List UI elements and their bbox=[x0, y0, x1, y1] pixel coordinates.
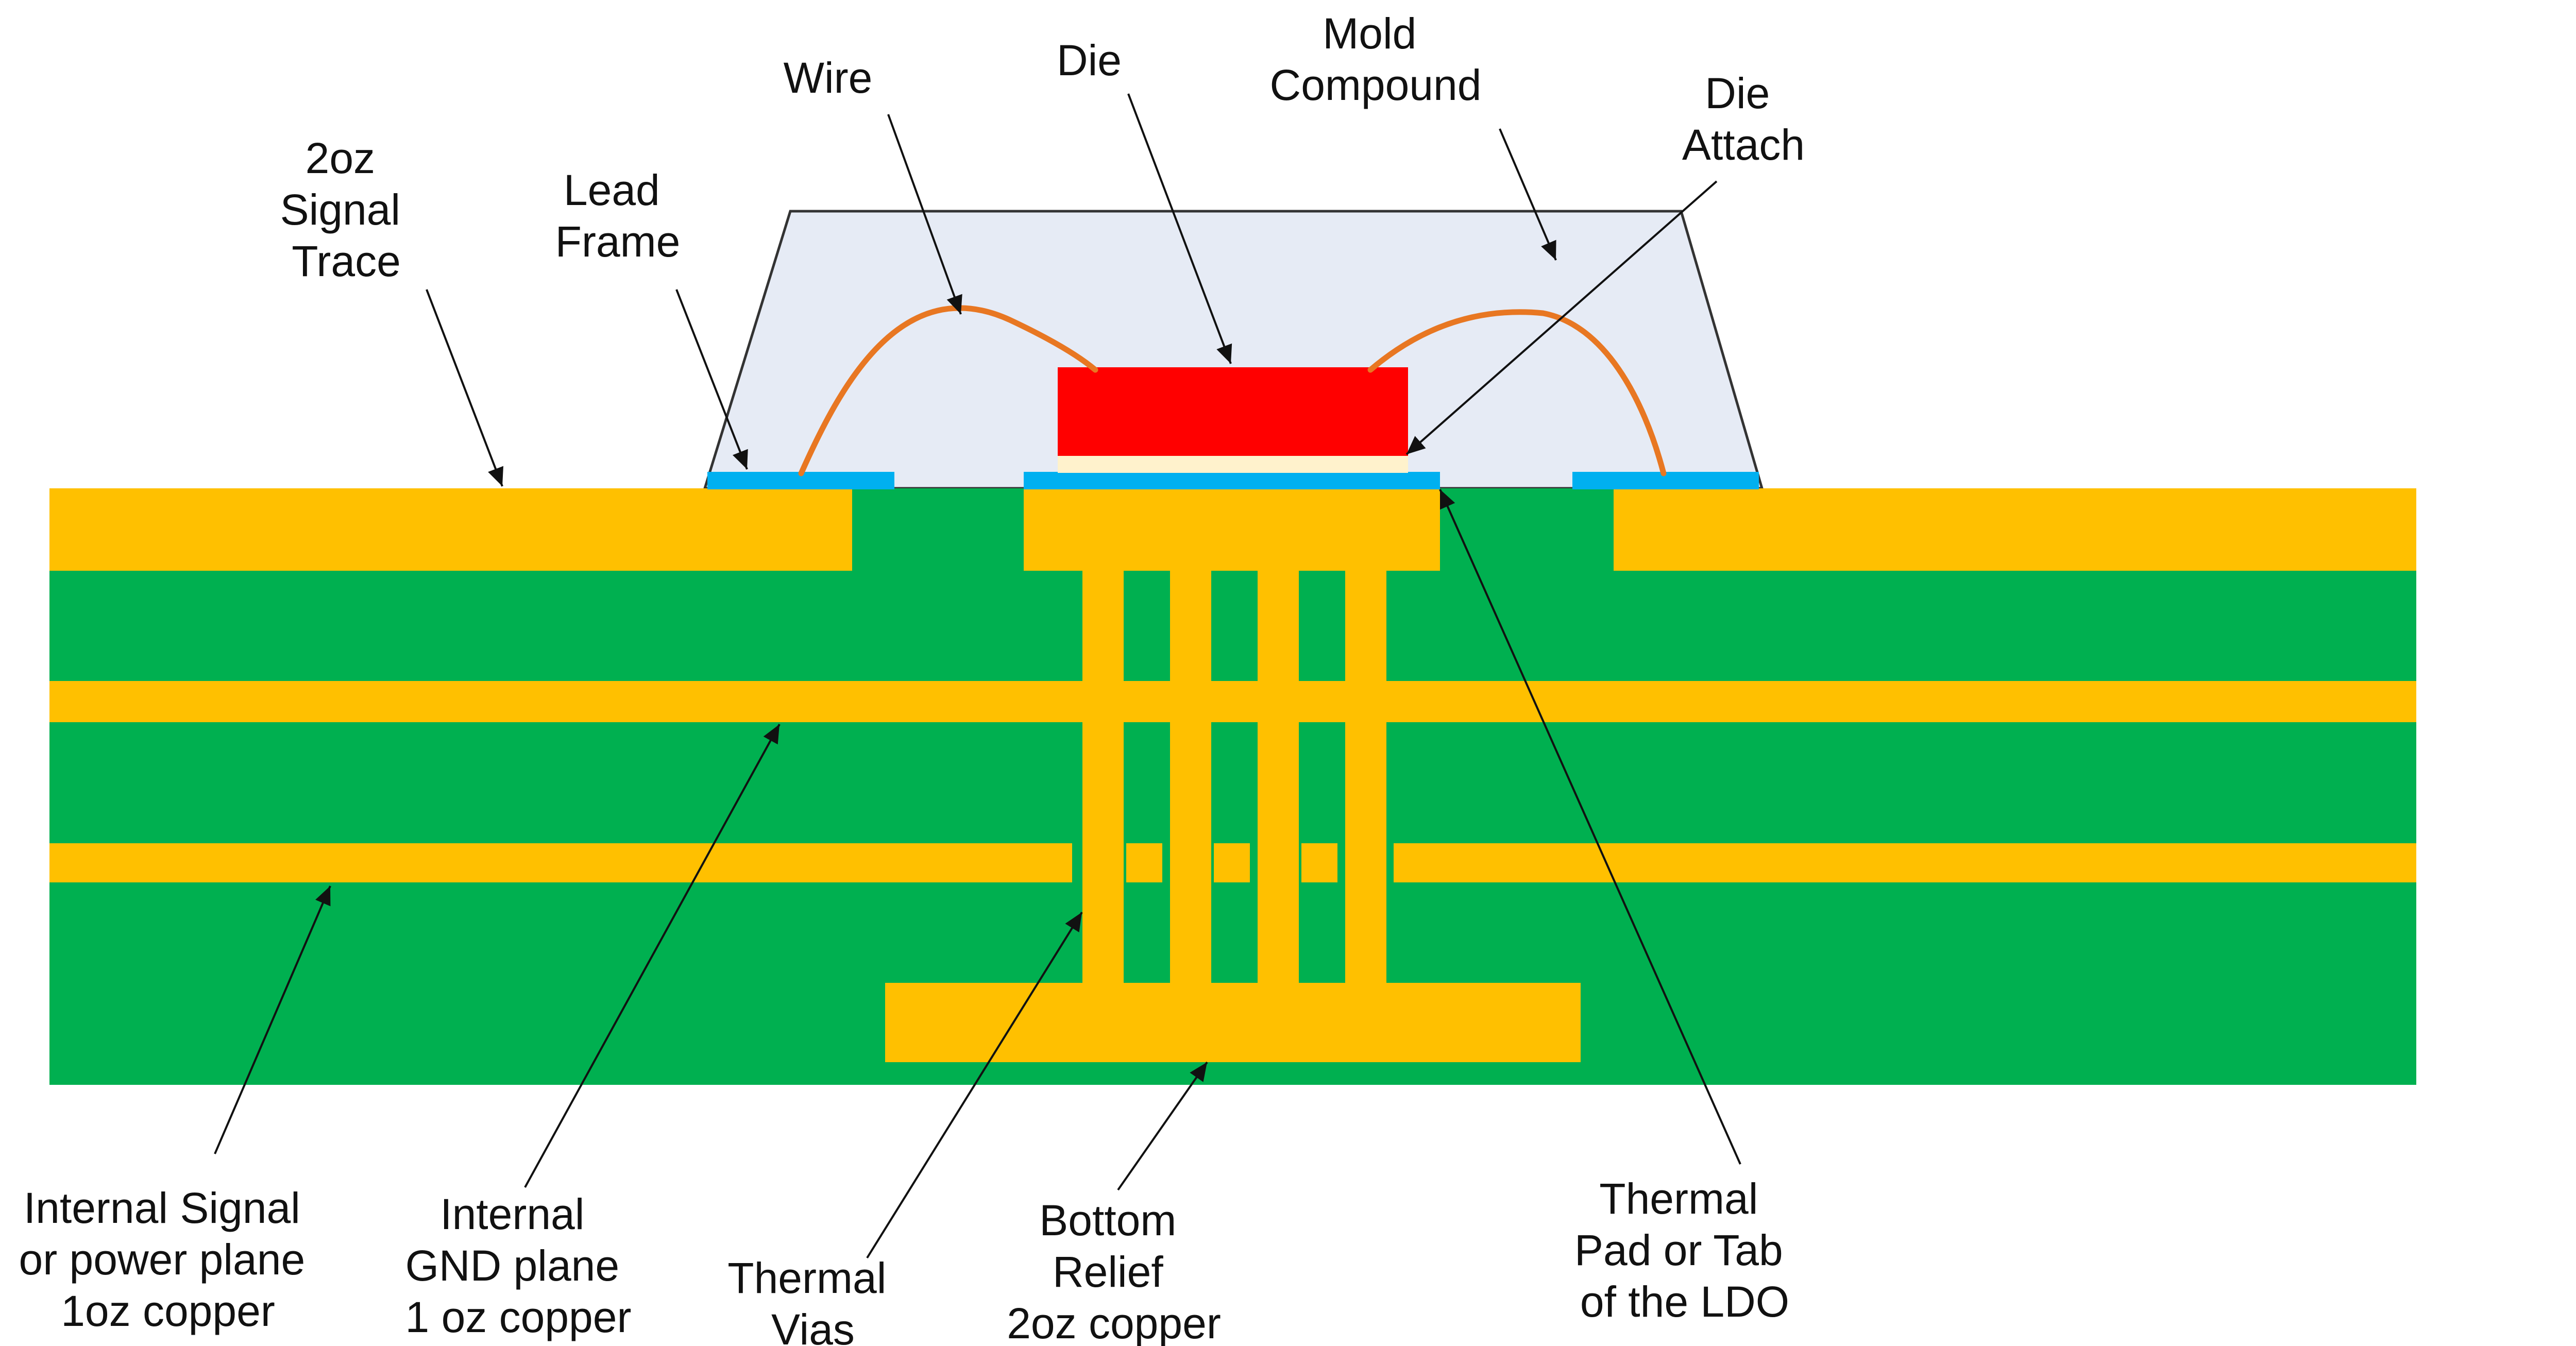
internal-gnd-plane bbox=[49, 681, 2416, 722]
via-spoke bbox=[1126, 843, 1162, 882]
top-signal-trace-right bbox=[1614, 488, 2416, 571]
leader-lines bbox=[214, 93, 1741, 1259]
thermal-via bbox=[1082, 571, 1124, 983]
internal-signal-plane-right bbox=[1394, 843, 2416, 882]
die bbox=[1058, 367, 1408, 456]
top-signal-trace-left bbox=[49, 488, 852, 571]
lead-frame-leader-line bbox=[675, 289, 748, 470]
label-internal-signal: Internal Signal or power plane 1oz coppe… bbox=[19, 1184, 317, 1335]
thermal-pad-lead bbox=[1024, 472, 1440, 489]
label-thermal-pad: Thermal Pad or Tab of the LDO bbox=[1574, 1174, 1795, 1326]
label-internal-gnd: Internal GND plane 1 oz copper bbox=[405, 1190, 632, 1341]
label-die-attach: Die Attach bbox=[1682, 69, 1805, 169]
die-attach bbox=[1058, 456, 1408, 473]
thermal-via bbox=[1170, 571, 1211, 983]
via-spoke bbox=[1214, 843, 1250, 882]
thermal-vias-leader-line bbox=[866, 911, 1083, 1259]
wire-leader-line bbox=[887, 114, 962, 315]
label-signal-trace: 2oz Signal Trace bbox=[280, 134, 413, 285]
label-die: Die bbox=[1057, 36, 1122, 84]
label-wire: Wire bbox=[784, 54, 873, 102]
die-attach-leader-line bbox=[1405, 180, 1718, 455]
label-thermal-vias: Thermal Vias bbox=[727, 1254, 898, 1346]
signal-trace-leader-line bbox=[426, 289, 504, 487]
thermal-pad-leader-line bbox=[1439, 489, 1741, 1165]
internal-signal-leader-line bbox=[214, 885, 331, 1154]
label-bottom-relief: Bottom Relief 2oz copper bbox=[1007, 1196, 1221, 1346]
via-spoke bbox=[1301, 843, 1337, 882]
die-leader-line bbox=[1127, 93, 1232, 364]
mold-leader-line bbox=[1499, 128, 1557, 261]
label-mold-compound: Mold Compound bbox=[1270, 9, 1482, 109]
top-thermal-pad-copper bbox=[1024, 488, 1440, 571]
label-lead-frame: Lead Frame bbox=[555, 166, 681, 266]
bottom-relief-copper bbox=[885, 983, 1581, 1062]
bond-wire-right bbox=[1367, 309, 1667, 476]
bottom-relief-leader-line bbox=[1117, 1061, 1208, 1191]
thermal-via bbox=[1258, 571, 1299, 983]
thermal-via bbox=[1345, 571, 1386, 983]
internal-gnd-leader-line bbox=[524, 724, 781, 1188]
internal-signal-plane-left bbox=[49, 843, 1072, 882]
